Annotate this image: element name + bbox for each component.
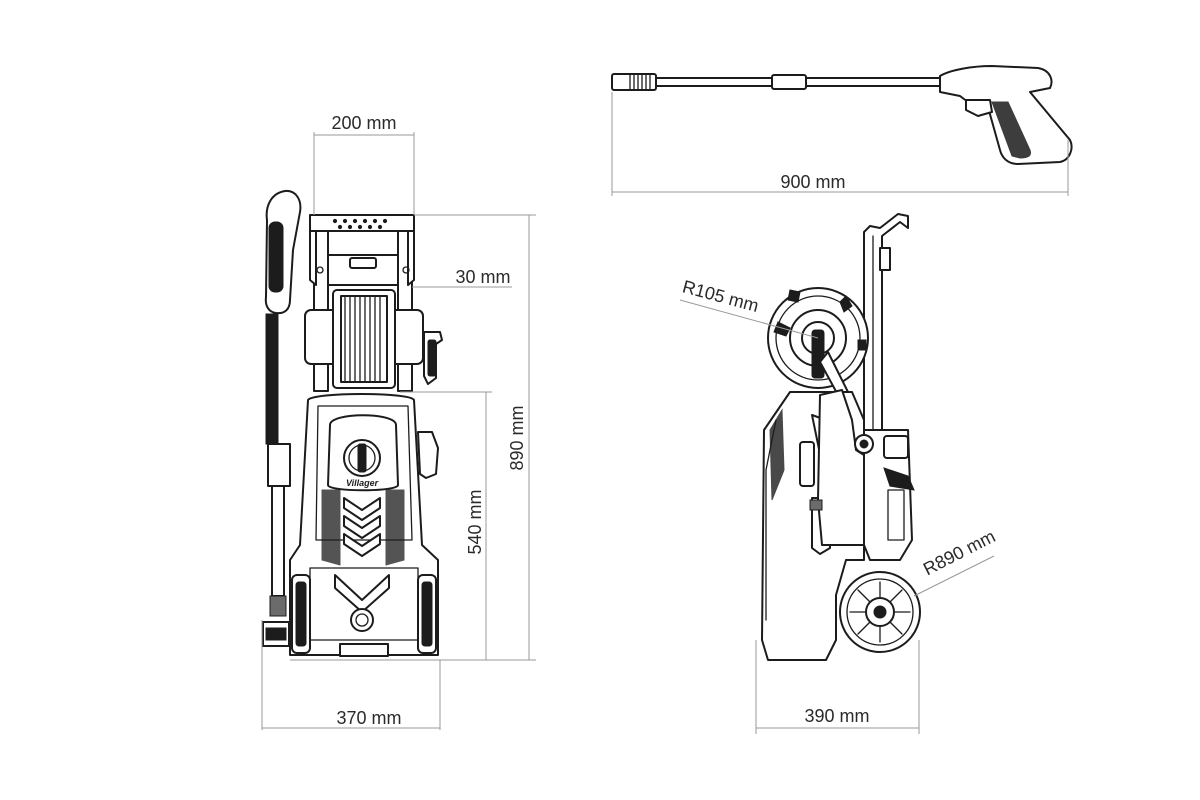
front-body-height-label: 540 mm: [465, 489, 485, 554]
front-main-body: Villager: [289, 393, 439, 657]
side-wheel-radius-label: R890 mm: [920, 526, 999, 579]
front-stored-spray-gun: [262, 189, 302, 647]
front-hose-reel: [304, 289, 443, 389]
side-reel-radius-label: R105 mm: [680, 276, 761, 316]
front-total-height-label: 890 mm: [507, 405, 527, 470]
side-wheel: [839, 571, 921, 653]
lance-view: [611, 65, 1073, 196]
side-base-depth-label: 390 mm: [804, 706, 869, 726]
front-base-width-label: 370 mm: [336, 708, 401, 728]
side-view: [679, 213, 995, 734]
front-view: Villager: [261, 113, 536, 730]
front-reel-offset-label: 30 mm: [455, 267, 510, 287]
side-hose-reel: [767, 287, 869, 407]
front-dimension-lines: [261, 132, 536, 730]
front-top-width-label: 200 mm: [331, 113, 396, 133]
lance-length-label: 900 mm: [780, 172, 845, 192]
brand-logo: Villager: [346, 478, 379, 488]
